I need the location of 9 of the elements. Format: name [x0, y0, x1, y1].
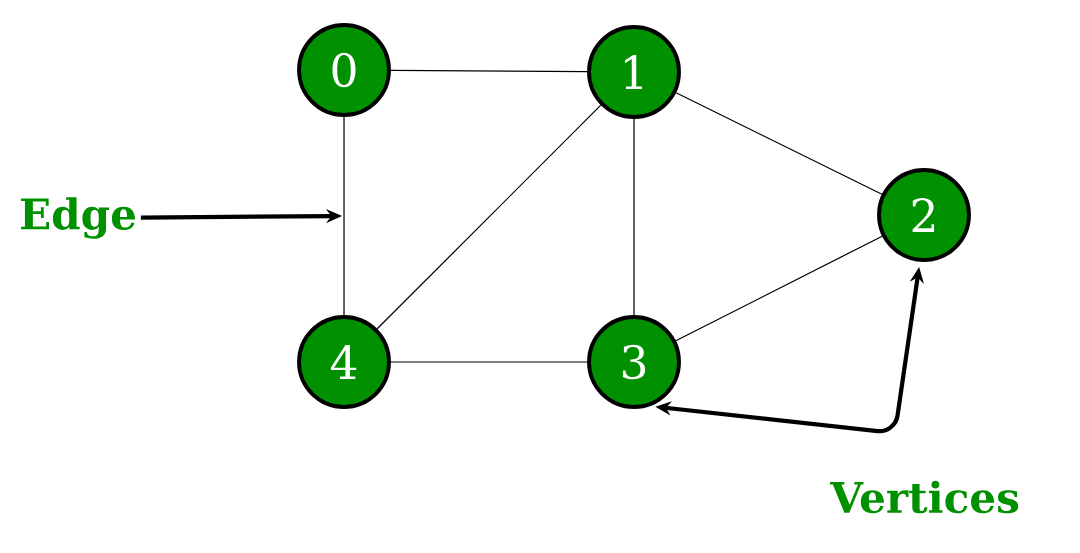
- edge-text: Edge: [21, 197, 136, 239]
- edge-line: [675, 92, 883, 195]
- edge-line: [376, 104, 602, 330]
- edge-line: [343, 116, 345, 316]
- vertices-text: Vertices: [829, 480, 1019, 514]
- edge-line: [390, 361, 588, 363]
- edge-line: [675, 235, 883, 342]
- edge-line: [390, 69, 588, 73]
- edge-line: [633, 118, 635, 316]
